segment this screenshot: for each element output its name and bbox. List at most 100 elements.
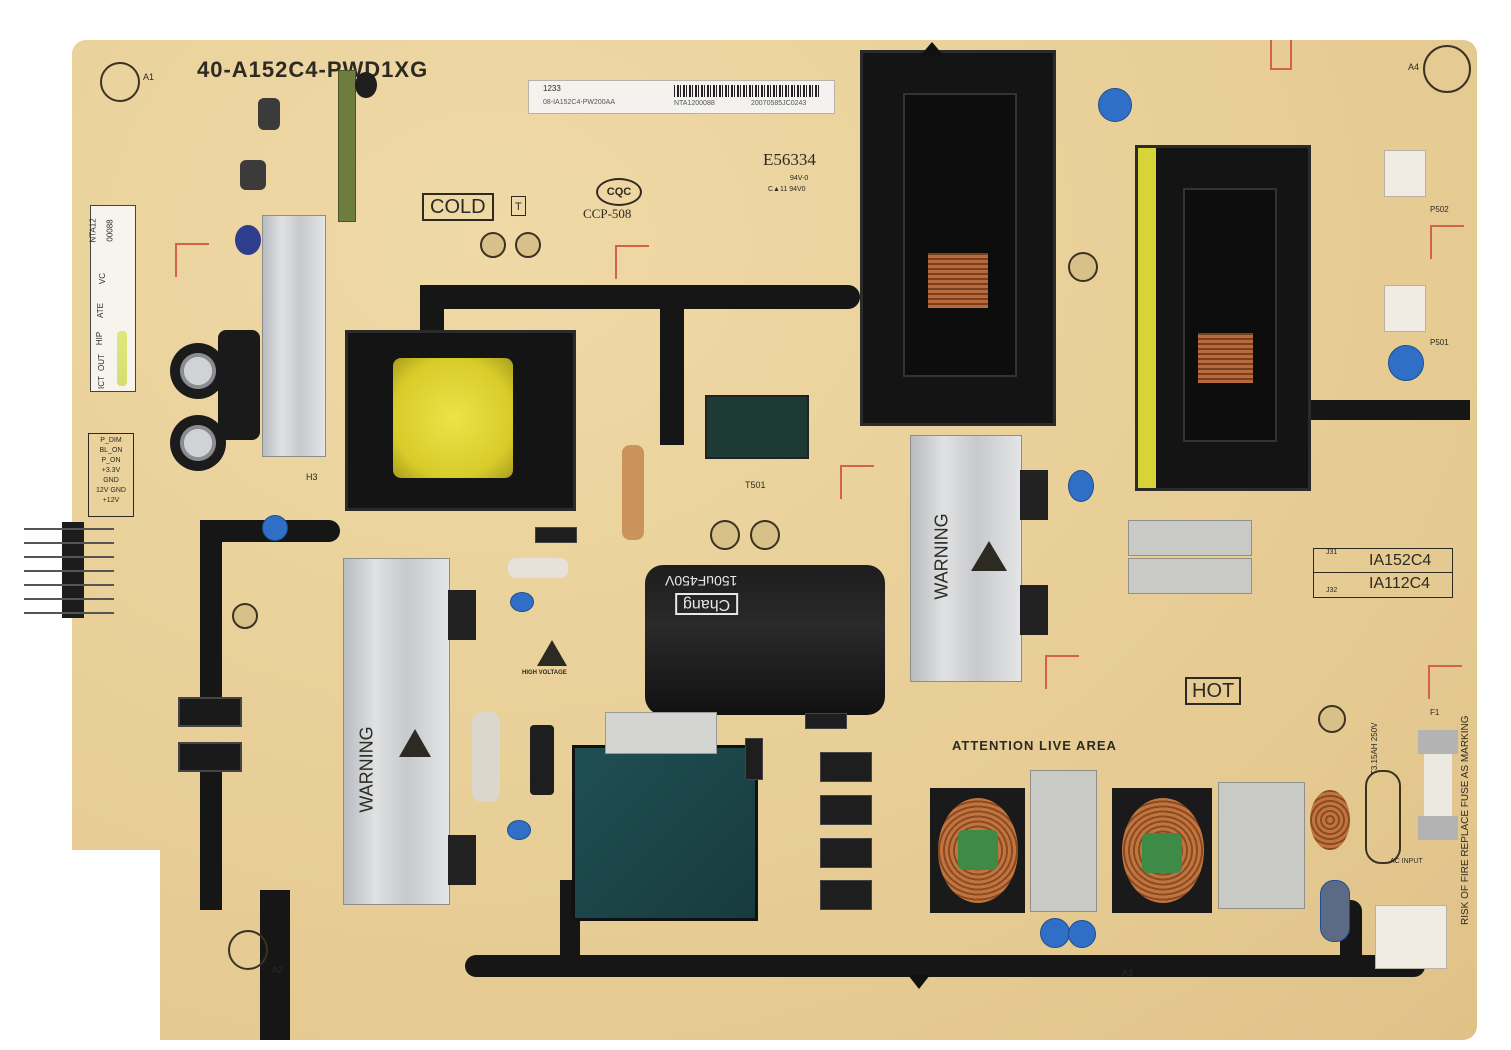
- y-capacitor-right: [1388, 345, 1424, 381]
- sticker-barcode-text: NTA1200088: [674, 100, 715, 107]
- y-capacitor-cy3: [262, 515, 288, 541]
- jumper-option-box: J31 IA152C4 J32 IA112C4: [1313, 548, 1453, 598]
- x-capacitor-cx2: [1030, 770, 1097, 912]
- transformer-t501: [705, 395, 809, 459]
- capacitor-blue-top: [235, 225, 261, 255]
- pin-label-12v: +12V: [102, 497, 120, 504]
- coil-left: [928, 253, 988, 308]
- pin-label-gnd: GND: [103, 477, 119, 484]
- p502-label: P502: [1430, 205, 1449, 214]
- diode-db1: [820, 752, 872, 782]
- qc-header-sub: 00088: [105, 219, 115, 242]
- resistor-r402: [508, 558, 568, 578]
- p401-header[interactable]: [24, 520, 114, 620]
- x-capacitor-cx1: [1218, 782, 1305, 909]
- trace-left-vertical: [200, 520, 222, 700]
- fuse-warning: RISK OF FIRE REPLACE FUSE AS MARKING: [1460, 715, 1471, 926]
- trace-top-right: [1290, 400, 1470, 420]
- transformer-pointer-top: [920, 42, 944, 56]
- cold-zone-label: COLD: [422, 193, 494, 221]
- qc-header: NTA12: [88, 218, 98, 243]
- inductor-block-1: [1128, 520, 1252, 556]
- jumper-j32-model: IA112C4: [1369, 575, 1431, 592]
- attention-live-area-label: ATTENTION LIVE AREA: [952, 738, 1117, 753]
- hole-x11-b: [515, 232, 541, 258]
- mount-label-a1: A1: [143, 72, 155, 82]
- bulk-cap-rating: 150uF450V: [665, 573, 738, 589]
- y-capacitor-c5: [1068, 470, 1094, 502]
- resistor-r301: [530, 725, 554, 795]
- pin-label-bl-on: BL_ON: [99, 447, 123, 454]
- qc-table-sticker: NTA12 00088 VC ATE HIP OUT ICT: [88, 205, 136, 392]
- transformer-ts1: [345, 330, 576, 511]
- p501-label: P501: [1430, 338, 1449, 347]
- red-mark-6: [1270, 40, 1292, 70]
- diode-db4: [820, 838, 872, 868]
- diode-d305: [745, 738, 763, 780]
- connector-p501[interactable]: [1384, 285, 1426, 332]
- hole-x10: [232, 603, 258, 629]
- optocoupler-pc2: [178, 742, 242, 772]
- capacitor-c460: [258, 98, 280, 130]
- y-capacitor-cy2: [1068, 920, 1096, 948]
- resistor-r312: [472, 712, 500, 802]
- mount-hole-a2: [228, 930, 268, 970]
- pin-label-3v3: +3.3V: [101, 467, 121, 474]
- pin-label-p-on: P_ON: [101, 457, 121, 464]
- y-capacitor-top: [1098, 88, 1132, 122]
- jumper-j32-ref: J32: [1326, 587, 1338, 594]
- trace-bottom: [465, 955, 1425, 977]
- inductor-small-right: [1310, 790, 1350, 850]
- ul-file-number: E56334: [763, 150, 816, 169]
- p402-cap: [355, 72, 377, 98]
- fuse-ref: F1: [1430, 708, 1440, 717]
- barcode: [674, 85, 819, 97]
- fuse-f1: [1418, 730, 1458, 840]
- h1-transistor-top: [448, 590, 476, 640]
- transformer-main-left: [860, 50, 1056, 426]
- heatsink-h3: [262, 215, 326, 457]
- line-filter-lf1: [1112, 788, 1212, 913]
- connector-p502[interactable]: [1384, 150, 1426, 197]
- trace-left-diag: [260, 890, 290, 1040]
- heatsink-h1: WARNING: [343, 558, 450, 905]
- hole-x6-b: [750, 520, 780, 550]
- varistor-rn1: [1320, 880, 1350, 942]
- hole-x11-a: [480, 232, 506, 258]
- capacitor-c440-large: [170, 343, 226, 399]
- connector-cn1-ac-input[interactable]: [1375, 905, 1447, 969]
- red-mark-5: [1430, 225, 1464, 259]
- high-voltage-label: HIGH VOLTAGE: [522, 670, 567, 676]
- y-capacitor-cy1: [1040, 918, 1070, 948]
- heatsink-h2: WARNING: [910, 435, 1022, 682]
- red-mark-3: [840, 465, 874, 499]
- optocoupler-pc1: [178, 697, 242, 727]
- mount-label-a4: A4: [1408, 62, 1420, 72]
- h1-transistor-bottom: [448, 835, 476, 885]
- diode-db3: [820, 795, 872, 825]
- bulk-cap-brand: Chang: [675, 593, 739, 615]
- p402-component: [338, 70, 356, 222]
- qc-cell-hip: HIP: [95, 331, 105, 346]
- qc-check-marks: [117, 331, 127, 386]
- hot-zone-label: HOT: [1185, 677, 1242, 705]
- diode-d306: [805, 713, 847, 729]
- capacitor-j25: [240, 160, 266, 190]
- mount-label-a2: A2: [272, 965, 284, 975]
- h2-transistor-bottom: [1020, 585, 1048, 635]
- resistor-r401: [622, 445, 644, 540]
- diode-d401: [535, 527, 577, 543]
- pin-label-p-dim: P_DIM: [100, 437, 122, 444]
- fuse-rating: T3.15AH 250V: [1370, 722, 1379, 775]
- t501-label: T501: [745, 480, 766, 490]
- h2-transistor-top: [1020, 470, 1048, 520]
- heatsink-h2-warning: WARNING: [931, 513, 952, 600]
- sticker-line2: 08-IA152C4-PW200AA: [543, 99, 615, 106]
- barcode-sticker: 1233 08-IA152C4-PW200AA NTA1200088 20070…: [528, 80, 835, 114]
- board-part-number: 40-A152C4-PWD1XG: [197, 57, 429, 82]
- mount-hole-a4: [1423, 45, 1471, 93]
- capacitor-c441-large: [170, 415, 226, 471]
- ul-flammability-2: C▲11 94V0: [768, 186, 806, 193]
- ccc-code: CCP-508: [583, 206, 632, 221]
- ul-flammability: 94V-0: [790, 175, 809, 182]
